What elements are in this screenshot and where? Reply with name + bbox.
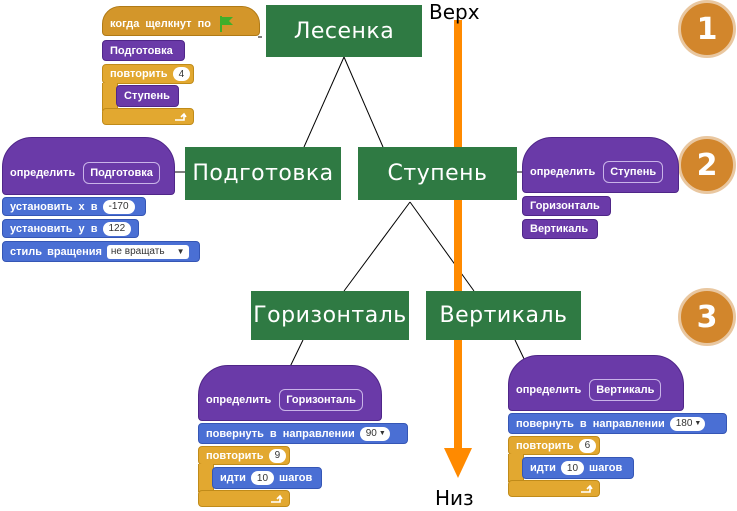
repeat-label: повторить (110, 68, 168, 80)
repeat-count-input[interactable]: 4 (172, 67, 191, 81)
loop-arrow-icon (581, 484, 593, 493)
rotation-style-label: стиль вращения (10, 245, 102, 258)
define-label: определить (530, 166, 596, 178)
point-direction-label: повернуть в направлении (516, 417, 665, 430)
node-gorizontal: Горизонталь (251, 291, 409, 340)
define-name: Горизонталь (279, 389, 363, 411)
call-label: Подготовка (110, 44, 173, 57)
rotation-style-value: не вращать (110, 246, 165, 257)
point-direction-block[interactable]: повернуть в направлении 90 ▼ (198, 423, 408, 444)
define-name: Подготовка (83, 162, 160, 184)
dropdown-arrow-icon: ▼ (176, 247, 185, 256)
call-podgotovka-block[interactable]: Подготовка (102, 40, 185, 61)
move-steps-block[interactable]: идти 10 шагов (212, 467, 322, 489)
set-y-label: установить y в (10, 222, 98, 235)
call-label: Вертикаль (530, 223, 589, 235)
step-badge-2: 2 (678, 136, 736, 194)
node-stupen: Ступень (358, 147, 517, 200)
define-name: Вертикаль (589, 379, 662, 401)
node-lesenka: Лесенка (266, 5, 422, 57)
top-to-bottom-arrow (444, 20, 472, 478)
define-gorizontal-block[interactable]: определить Горизонталь (198, 365, 382, 421)
step-badge-1: 1 (678, 0, 736, 58)
call-stupen-block[interactable]: Ступень (116, 85, 179, 107)
bottom-label: Низ (435, 486, 474, 510)
move-label: идти (530, 462, 556, 474)
repeat-end-block (508, 480, 600, 497)
move-steps-block[interactable]: идти 10 шагов (522, 457, 634, 479)
dropdown-arrow-icon: ▼ (694, 420, 702, 427)
set-x-label: установить x в (10, 200, 98, 213)
call-vertikal-block[interactable]: Вертикаль (522, 219, 598, 239)
direction-value: 90 (365, 428, 377, 439)
direction-input[interactable]: 180 ▼ (669, 416, 706, 431)
set-x-input[interactable]: -170 (102, 199, 135, 214)
repeat-label: повторить (206, 449, 264, 462)
point-direction-block[interactable]: повернуть в направлении 180 ▼ (508, 413, 727, 434)
define-label: определить (206, 394, 272, 406)
repeat-count-input[interactable]: 9 (268, 448, 287, 463)
top-label: Верх (429, 0, 480, 24)
step-badge-3: 3 (678, 288, 736, 346)
direction-input[interactable]: 90 ▼ (359, 426, 390, 441)
move-label: идти (220, 472, 246, 484)
define-vertikal-block[interactable]: определить Вертикаль (508, 355, 684, 411)
repeat-end-block (102, 108, 194, 125)
define-name: Ступень (603, 161, 664, 183)
repeat-block[interactable]: повторить 9 (198, 446, 290, 465)
set-y-input[interactable]: 122 (102, 221, 132, 236)
rotation-style-dropdown[interactable]: не вращать ▼ (106, 244, 189, 259)
dropdown-arrow-icon: ▼ (378, 430, 386, 437)
move-steps-input[interactable]: 10 (560, 461, 585, 475)
point-direction-label: повернуть в направлении (206, 427, 355, 440)
node-vertikal: Вертикаль (426, 291, 581, 340)
repeat-block[interactable]: повторить 4 (102, 64, 194, 84)
call-label: Горизонталь (530, 200, 600, 212)
define-stupen-block[interactable]: определить Ступень (522, 137, 679, 193)
set-y-block[interactable]: установить y в 122 (2, 219, 139, 238)
green-flag-icon (220, 15, 233, 32)
hat-label: когда щелкнут по (110, 17, 211, 30)
set-x-block[interactable]: установить x в -170 (2, 197, 146, 216)
call-label: Ступень (124, 90, 170, 102)
repeat-label: повторить (516, 439, 574, 452)
define-podgotovka-block[interactable]: определить Подготовка (2, 137, 175, 195)
repeat-count-input[interactable]: 6 (578, 438, 597, 453)
move-unit-label: шагов (589, 462, 623, 474)
move-steps-input[interactable]: 10 (250, 471, 275, 485)
repeat-end-block (198, 490, 290, 507)
define-label: определить (10, 167, 76, 179)
when-flag-clicked-block[interactable]: когда щелкнут по (102, 6, 260, 36)
node-podgotovka: Подготовка (185, 147, 341, 200)
repeat-block[interactable]: повторить 6 (508, 436, 600, 455)
direction-value: 180 (675, 418, 693, 429)
define-label: определить (516, 384, 582, 396)
loop-arrow-icon (271, 494, 283, 503)
call-gorizontal-block[interactable]: Горизонталь (522, 196, 611, 216)
move-unit-label: шагов (279, 472, 313, 484)
loop-arrow-icon (175, 112, 187, 121)
rotation-style-block[interactable]: стиль вращения не вращать ▼ (2, 241, 200, 262)
